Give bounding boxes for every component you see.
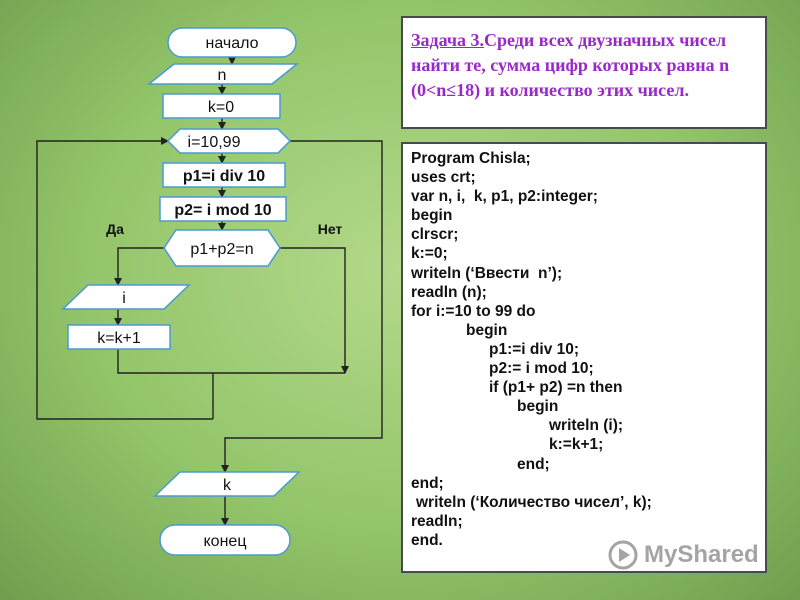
task-text: Среди всех двузначных чисел найти те, су… (411, 30, 730, 100)
increment-process: k=k+1 (67, 324, 171, 350)
branch-no-line (280, 247, 349, 374)
start-label: начало (205, 35, 258, 52)
code-line: end; (411, 474, 444, 492)
code-listing: Program Chisla; uses crt;var n, i, k, p1,… (401, 142, 767, 573)
code-line: for i:=10 to 99 do (411, 302, 536, 320)
loop-back-line (36, 137, 213, 420)
p1-process: p1=i div 10 (162, 162, 286, 188)
code-line: var n, i, k, p1, p2:integer; (411, 188, 598, 206)
input-n: n (146, 63, 300, 85)
end-terminator: конец (159, 524, 291, 556)
output-i-label: i (122, 290, 126, 307)
loop-header: i=10,99 (166, 128, 292, 154)
condition-decision: p1+p2=n (163, 229, 281, 267)
code-line: end; (517, 455, 550, 473)
branch-no-label: Нет (318, 221, 343, 237)
p2-label: p2= i mod 10 (174, 202, 271, 219)
increment-label: k=k+1 (97, 330, 141, 347)
p2-process: p2= i mod 10 (159, 196, 287, 222)
code-line: p2:= i mod 10; (489, 360, 594, 378)
init-k-label: k=0 (208, 99, 234, 116)
init-k-process: k=0 (162, 93, 281, 119)
p1-label: p1=i div 10 (183, 168, 265, 185)
code-line: begin (517, 398, 559, 416)
code-line: p1:=i div 10; (489, 340, 580, 358)
code-line: readln; (411, 512, 463, 530)
loop-label: i=10,99 (188, 134, 241, 151)
condition-label: p1+p2=n (190, 241, 253, 258)
branch-yes-line (114, 247, 164, 286)
output-k-label: k (223, 477, 232, 494)
code-line: clrscr; (411, 226, 459, 244)
start-terminator: начало (167, 27, 297, 58)
output-k: k (153, 471, 301, 497)
play-icon (608, 540, 638, 570)
task-label: Задача 3. (411, 30, 485, 50)
loop-exit-line (221, 140, 383, 473)
flowchart: начало n k=0 i=10,99 p1=i div 10 p2= i m… (36, 27, 383, 556)
end-label: конец (204, 533, 247, 550)
task-statement: Задача 3.Среди всех двузначных чисел най… (401, 16, 767, 129)
code-line: writeln (‘Ввести n’); (411, 264, 563, 282)
watermark: MyShared (608, 538, 768, 572)
code-line: Program Chisla; (411, 150, 531, 167)
code-line: begin (466, 321, 508, 339)
code-line: k:=0; (411, 245, 448, 263)
yes-merge-line (117, 349, 345, 374)
output-i: i (61, 284, 191, 310)
code-line: writeln (‘Количество чисел’, k); (416, 493, 652, 511)
code-line: readln (n); (411, 283, 487, 301)
branch-yes-label: Да (106, 221, 124, 237)
code-line: k:=k+1; (549, 436, 604, 454)
code-line: if (p1+ p2) =n then (489, 379, 623, 397)
code-line: begin (411, 207, 453, 225)
code-line: uses crt; (411, 169, 476, 187)
code-line: writeln (i); (549, 417, 624, 435)
watermark-text: MyShared (644, 541, 759, 568)
input-n-label: n (218, 67, 227, 84)
code-line: end. (411, 531, 443, 549)
